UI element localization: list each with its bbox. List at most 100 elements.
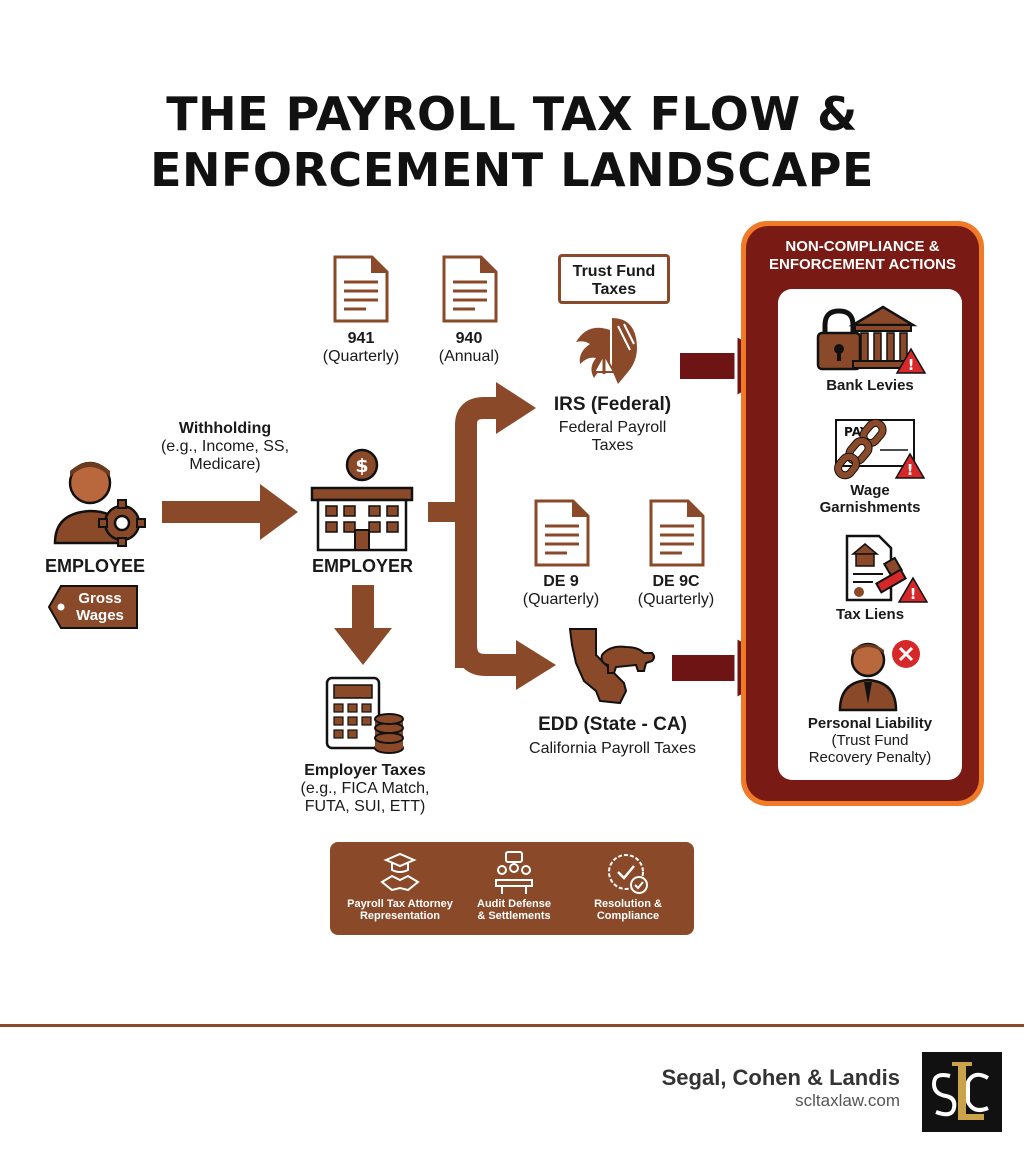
form-941-period: (Quarterly) [322, 348, 400, 365]
footer-divider [0, 1024, 1024, 1027]
form-940-name: 940 [455, 330, 483, 347]
trust-fund-line-2: Taxes [591, 281, 637, 298]
wage-line-1: Wage [850, 482, 890, 499]
employer-taxes-label: Employer Taxes (e.g., FICA Match, FUTA, … [270, 762, 460, 816]
irs-desc-line-1: Federal Payroll [558, 419, 667, 436]
svg-text:$: $ [355, 455, 368, 477]
lock-icon [816, 308, 862, 371]
warning-icon: ! [897, 576, 928, 603]
form-941-name: 941 [347, 330, 375, 347]
form-de9c-name: DE 9C [652, 573, 700, 590]
enforcement-heading-line-1: NON-COMPLIANCE & [785, 238, 940, 255]
service-attorney-line-2: Representation [359, 910, 441, 922]
form-de9c-icon [649, 499, 705, 567]
tax-liens-label: Tax Liens [835, 606, 905, 623]
form-940-label: 940 (Annual) [414, 330, 524, 366]
service-attorney-line-1: Payroll Tax Attorney [347, 898, 453, 910]
service-audit: Audit Defense & Settlements [454, 898, 574, 922]
title-line-2: ENFORCEMENT LANDSCAPE [150, 143, 874, 197]
arrow-employee-to-employer [162, 484, 298, 540]
close-icon [892, 640, 920, 668]
stamp-icon [875, 556, 907, 594]
warning-icon: ! [895, 347, 927, 374]
irs-description: Federal Payroll Taxes [530, 419, 695, 455]
page-title: THE PAYROLL TAX FLOW & ENFORCEMENT LANDS… [0, 86, 1024, 198]
tax-lien-icon: ! [845, 534, 928, 603]
svg-text:!: ! [910, 585, 917, 603]
trust-fund-line-1: Trust Fund [572, 263, 656, 280]
tag-icon [47, 585, 138, 629]
form-de9-label: DE 9 (Quarterly) [506, 573, 616, 609]
clock-check-icon [608, 854, 648, 894]
service-resolution-line-2: Compliance [596, 910, 660, 922]
employer-label: EMPLOYER [311, 556, 413, 576]
employee-label: EMPLOYEE [44, 556, 146, 576]
coins-icon [374, 713, 404, 754]
form-de9c-label: DE 9C (Quarterly) [621, 573, 731, 609]
personal-liability-label: Personal Liability (Trust Fund Recovery … [778, 715, 962, 766]
service-resolution-line-1: Resolution & [594, 898, 662, 910]
house-icon [850, 543, 880, 567]
california-bear-icon [568, 628, 655, 705]
warning-icon: ! [894, 452, 926, 479]
arrow-employer-to-taxes [334, 585, 392, 665]
form-de9-period: (Quarterly) [522, 591, 600, 608]
gross-wages-line-1: Gross [78, 590, 122, 607]
liability-line-2: (Trust Fund [831, 732, 909, 749]
firm-name: Segal, Cohen & Landis [661, 1065, 900, 1090]
edd-description: California Payroll Taxes [529, 740, 696, 757]
form-de9-icon [534, 499, 590, 567]
attorney-handshake-icon [380, 852, 420, 892]
edd-name: EDD (State - CA) [538, 714, 687, 735]
enforcement-heading-line-2: ENFORCEMENT ACTIONS [769, 256, 956, 273]
scl-logo-icon [931, 1062, 989, 1120]
employer-building-icon: $ [310, 448, 414, 552]
withholding-line-3: Medicare) [189, 456, 261, 473]
svg-text:!: ! [908, 356, 915, 374]
gear-icon [98, 499, 146, 547]
form-de9-name: DE 9 [543, 573, 579, 590]
bank-lock-icon: ! [816, 305, 927, 374]
bank-building-icon [848, 305, 918, 369]
calculator-icon [325, 676, 404, 754]
trust-fund-box: Trust Fund Taxes [558, 254, 670, 304]
title-line-1: THE PAYROLL TAX FLOW & [166, 87, 858, 141]
form-941-label: 941 (Quarterly) [306, 330, 416, 366]
irs-eagle-icon [576, 318, 637, 384]
service-attorney: Payroll Tax Attorney Representation [340, 898, 460, 922]
services-bar: Payroll Tax Attorney Representation Audi… [330, 842, 694, 935]
form-941-icon [333, 255, 389, 323]
form-de9c-period: (Quarterly) [637, 591, 715, 608]
bear-icon [600, 645, 655, 674]
employer-taxes-line-2: (e.g., FICA Match, [300, 780, 430, 797]
gross-wages-line-2: Wages [76, 607, 124, 624]
liability-line-1: Personal Liability [807, 715, 933, 732]
arrow-employer-branch [428, 382, 556, 690]
withholding-label: Withholding (e.g., Income, SS, Medicare) [145, 420, 305, 474]
service-resolution: Resolution & Compliance [568, 898, 688, 922]
chain-icon [834, 418, 887, 480]
bank-levies-label: Bank Levies [826, 377, 914, 394]
employee-icon [53, 461, 146, 547]
irs-name: IRS (Federal) [553, 394, 672, 415]
wage-line-2: Garnishments [819, 499, 921, 516]
employer-taxes-line-3: FUTA, SUI, ETT) [304, 798, 426, 815]
audit-meeting-icon [495, 851, 533, 894]
liability-line-3: Recovery Penalty) [808, 749, 932, 766]
enforcement-heading: NON-COMPLIANCE & ENFORCEMENT ACTIONS [750, 238, 975, 274]
withholding-title: Withholding [178, 420, 272, 437]
form-940-period: (Annual) [438, 348, 500, 365]
firm-logo [922, 1052, 1002, 1132]
withholding-line-2: (e.g., Income, SS, [160, 438, 290, 455]
service-audit-line-2: & Settlements [477, 910, 551, 922]
firm-website[interactable]: scltaxlaw.com [795, 1091, 900, 1110]
wage-garnishments-label: Wage Garnishments [778, 482, 962, 516]
svg-text:!: ! [907, 461, 914, 479]
employer-taxes-title: Employer Taxes [304, 762, 426, 779]
service-audit-line-1: Audit Defense [477, 898, 551, 910]
form-940-icon [442, 255, 498, 323]
personal-liability-icon [838, 640, 920, 712]
wage-garnishment-icon: PAY ! [834, 418, 926, 480]
irs-desc-line-2: Taxes [591, 437, 634, 454]
gross-wages-tag: Gross Wages [47, 584, 140, 630]
